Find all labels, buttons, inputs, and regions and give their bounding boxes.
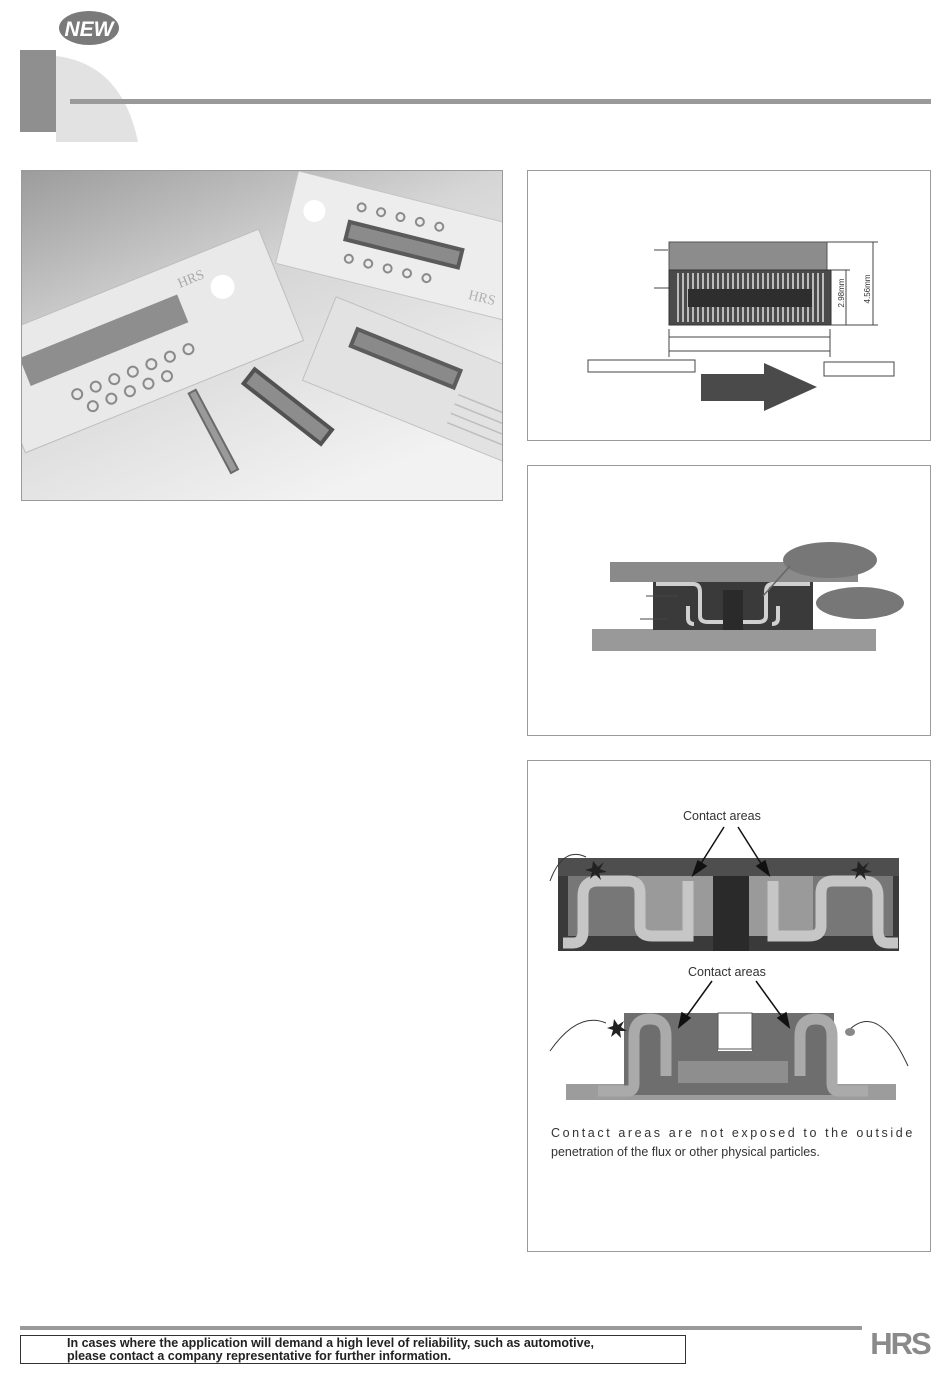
mated-cross-section-figure	[592, 542, 904, 651]
contact-note-line-2: penetration of the flux or other physica…	[551, 1145, 820, 1159]
reliability-notice: In cases where the application will dema…	[20, 1335, 686, 1364]
new-badge-label: NEW	[65, 18, 116, 41]
contact-areas-note: Contact areas are not exposed to the out…	[551, 1124, 915, 1162]
notice-line-1: In cases where the application will dema…	[67, 1336, 594, 1350]
product-photo: HRS HRS	[21, 170, 503, 501]
contact-areas-figure	[549, 826, 909, 1100]
contact-note-line-1: Contact areas are not exposed to the out…	[551, 1126, 915, 1140]
connector-photo-icon: HRS HRS	[22, 171, 502, 500]
svg-text:HRS: HRS	[467, 288, 497, 309]
connector-top-view-figure: 4.56mm 2.98mm	[587, 241, 895, 411]
height-outer-label: 4.56mm	[863, 274, 872, 303]
contact-areas-panel	[527, 760, 931, 1252]
contact-areas-label-top: Contact areas	[683, 809, 761, 823]
height-inner-label: 2.98mm	[837, 278, 846, 307]
svg-text:HRS: HRS	[870, 1326, 931, 1359]
cross-section-panel	[527, 465, 931, 736]
dimension-figure-panel: 4.56mm 2.98mm	[527, 170, 931, 441]
footer-rule	[20, 1326, 862, 1330]
contact-areas-label-bottom: Contact areas	[688, 965, 766, 979]
right-arrow-icon	[701, 363, 817, 411]
header-rule	[70, 99, 931, 104]
new-badge: NEW	[59, 11, 119, 45]
notice-line-2: please contact a company representative …	[67, 1349, 452, 1363]
header-accent-block	[20, 50, 138, 142]
hrs-logo: HRS	[870, 1326, 932, 1359]
